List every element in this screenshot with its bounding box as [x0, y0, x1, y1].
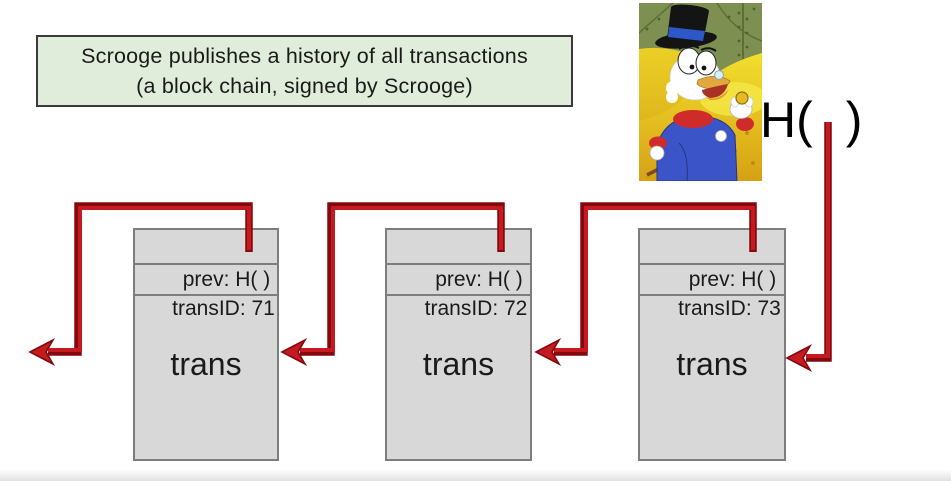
trans-id-label: transID: 72 [424, 297, 528, 320]
prev-hash-row: prev: H( ) [387, 230, 530, 291]
prev-hash-row: prev: H( ) [135, 230, 277, 291]
prev-hash-label: prev: H( ) [435, 268, 523, 291]
bottom-vignette [0, 469, 951, 481]
hash-open-paren: H( [760, 92, 813, 148]
prev-hash-row: prev: H( ) [640, 230, 784, 291]
title-line-2: (a block chain, signed by Scrooge) [136, 74, 473, 98]
trans-id-label: transID: 71 [172, 297, 275, 320]
title-line-1: Scrooge publishes a history of all trans… [81, 44, 528, 68]
transaction-block-72: prev: H( ) transID: 72 trans [385, 228, 532, 461]
prev-hash-label: prev: H( ) [688, 268, 777, 291]
transaction-block-71: prev: H( ) transID: 71 trans [133, 228, 279, 461]
trans-id-label: transID: 73 [678, 297, 781, 320]
trans-body-label: trans [422, 346, 495, 382]
scrooge-image [639, 3, 762, 181]
scrooge-mcduck-graphic [639, 3, 762, 181]
hash-close-paren: ) [845, 92, 863, 148]
arrow-from-hash-label-to-block-73 [785, 122, 832, 372]
trans-body-label: trans [170, 346, 242, 382]
trans-body-label: trans [676, 346, 748, 382]
title-box: Scrooge publishes a history of all trans… [36, 35, 573, 107]
prev-hash-label: prev: H( ) [182, 268, 271, 291]
transaction-block-73: prev: H( ) transID: 73 trans [638, 228, 786, 461]
hash-function-label: H( ) [760, 92, 862, 148]
